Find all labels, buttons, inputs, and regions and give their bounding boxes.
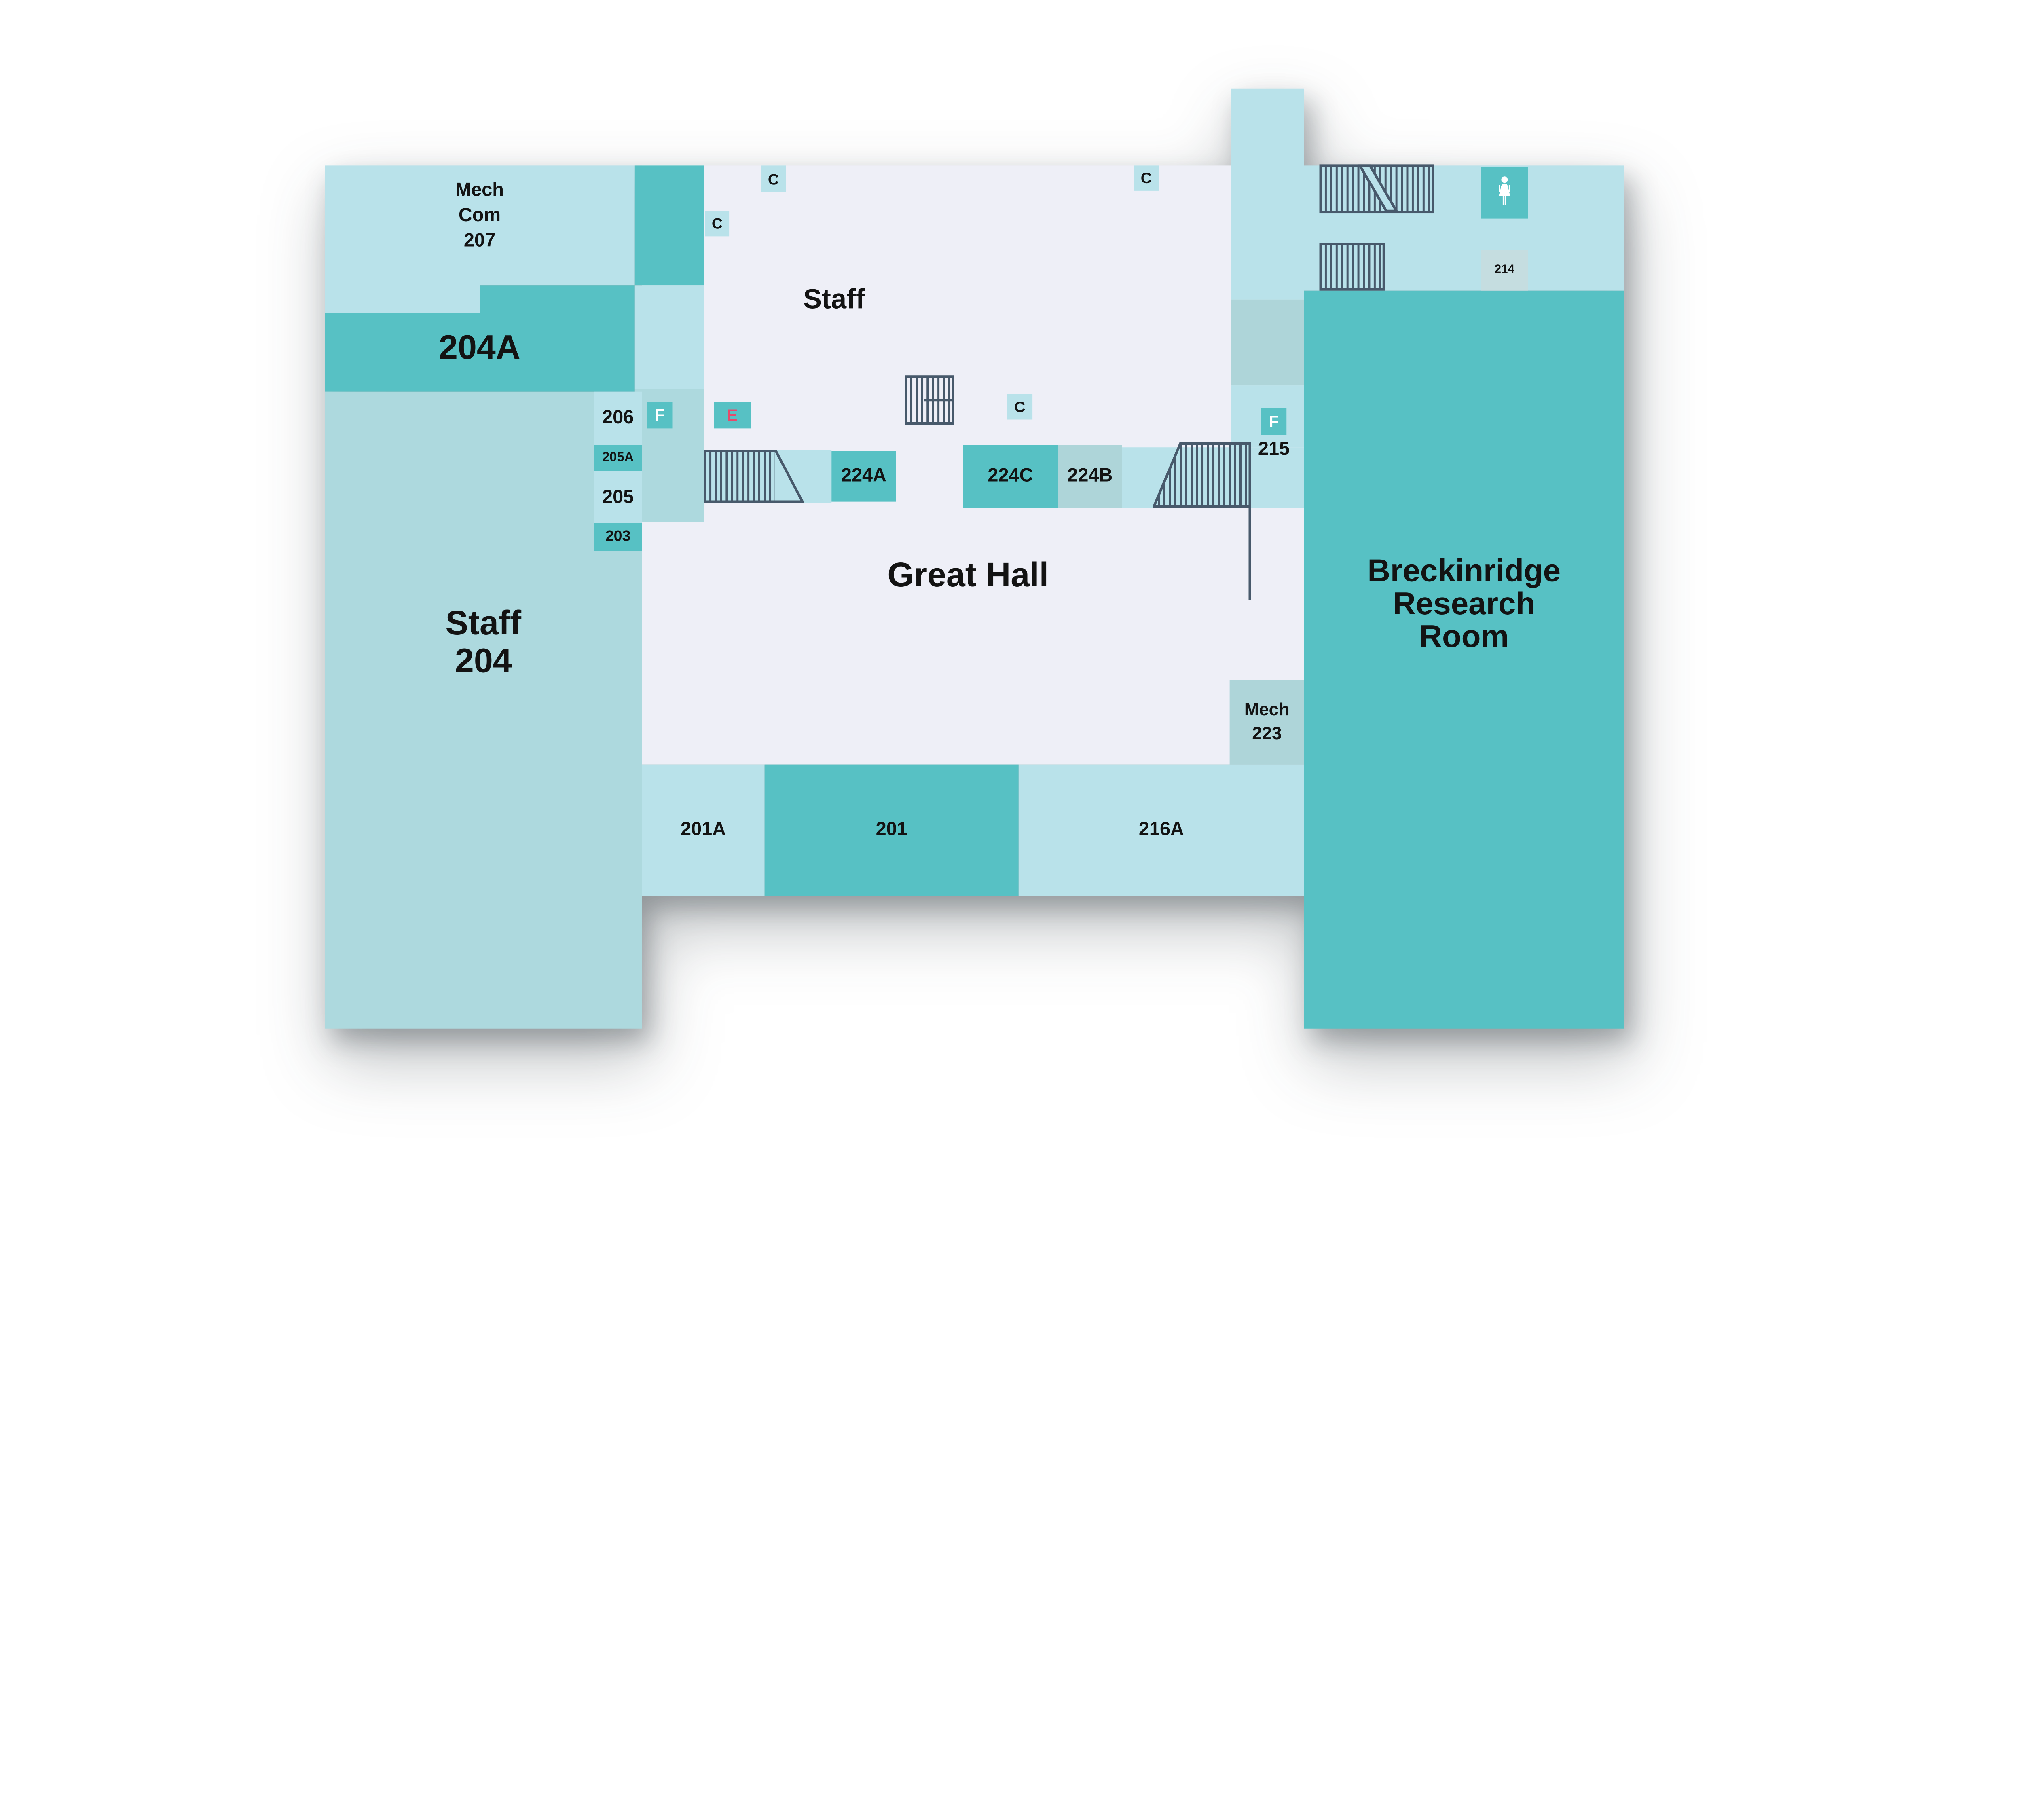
wall-line xyxy=(1248,508,1251,600)
room-216a-area xyxy=(1018,764,1304,896)
room-203-area xyxy=(594,523,642,551)
room-206-area xyxy=(594,391,642,445)
floor-plan-page: Mech Com 207 204A Staff 204 Staff Great … xyxy=(325,88,1624,1029)
room-204a-area-left xyxy=(325,313,480,392)
room-201-area xyxy=(764,764,1019,896)
escalator-icon-left xyxy=(704,450,804,503)
corridor-badge-c3: C xyxy=(1007,394,1033,420)
womens-restroom-box xyxy=(1481,167,1528,219)
facility-badge-f-right: F xyxy=(1261,408,1287,435)
staff-204-area xyxy=(325,391,642,1029)
breckinridge-research-room-area xyxy=(1304,290,1624,1029)
room-201a-area xyxy=(642,764,765,896)
room-224b-area xyxy=(1058,445,1122,508)
stairs-icon-lower xyxy=(1319,243,1385,291)
stairs-icon-staff-room xyxy=(905,375,954,425)
corridor-badge-c4: C xyxy=(1134,165,1159,191)
mech-223-area xyxy=(1229,680,1304,765)
room-214-area xyxy=(1481,250,1528,291)
room-224c-area xyxy=(963,445,1058,508)
mid-lightblue-column xyxy=(634,285,704,389)
top-teal-column xyxy=(634,165,704,286)
woman-icon xyxy=(1499,176,1510,205)
room-205a-area xyxy=(594,445,642,471)
room-205-area xyxy=(594,471,642,523)
escalator-icon-right xyxy=(1153,442,1251,508)
mech-com-207-area-left xyxy=(325,165,480,313)
elevator-badge-e: E xyxy=(714,402,751,429)
upper-gray-box xyxy=(1231,299,1304,386)
corridor-badge-c2: C xyxy=(705,211,730,237)
room-204a-area-right xyxy=(480,285,635,392)
north-corridor-strip xyxy=(1231,88,1304,300)
corridor-badge-c1: C xyxy=(761,165,786,192)
stairs-icon-switchback xyxy=(1319,164,1434,214)
mech-com-207-area-right xyxy=(480,165,635,286)
facility-badge-f-left: F xyxy=(647,402,673,429)
room-224a-area xyxy=(831,451,896,502)
floor-plan-map: Mech Com 207 204A Staff 204 Staff Great … xyxy=(325,88,1624,1029)
